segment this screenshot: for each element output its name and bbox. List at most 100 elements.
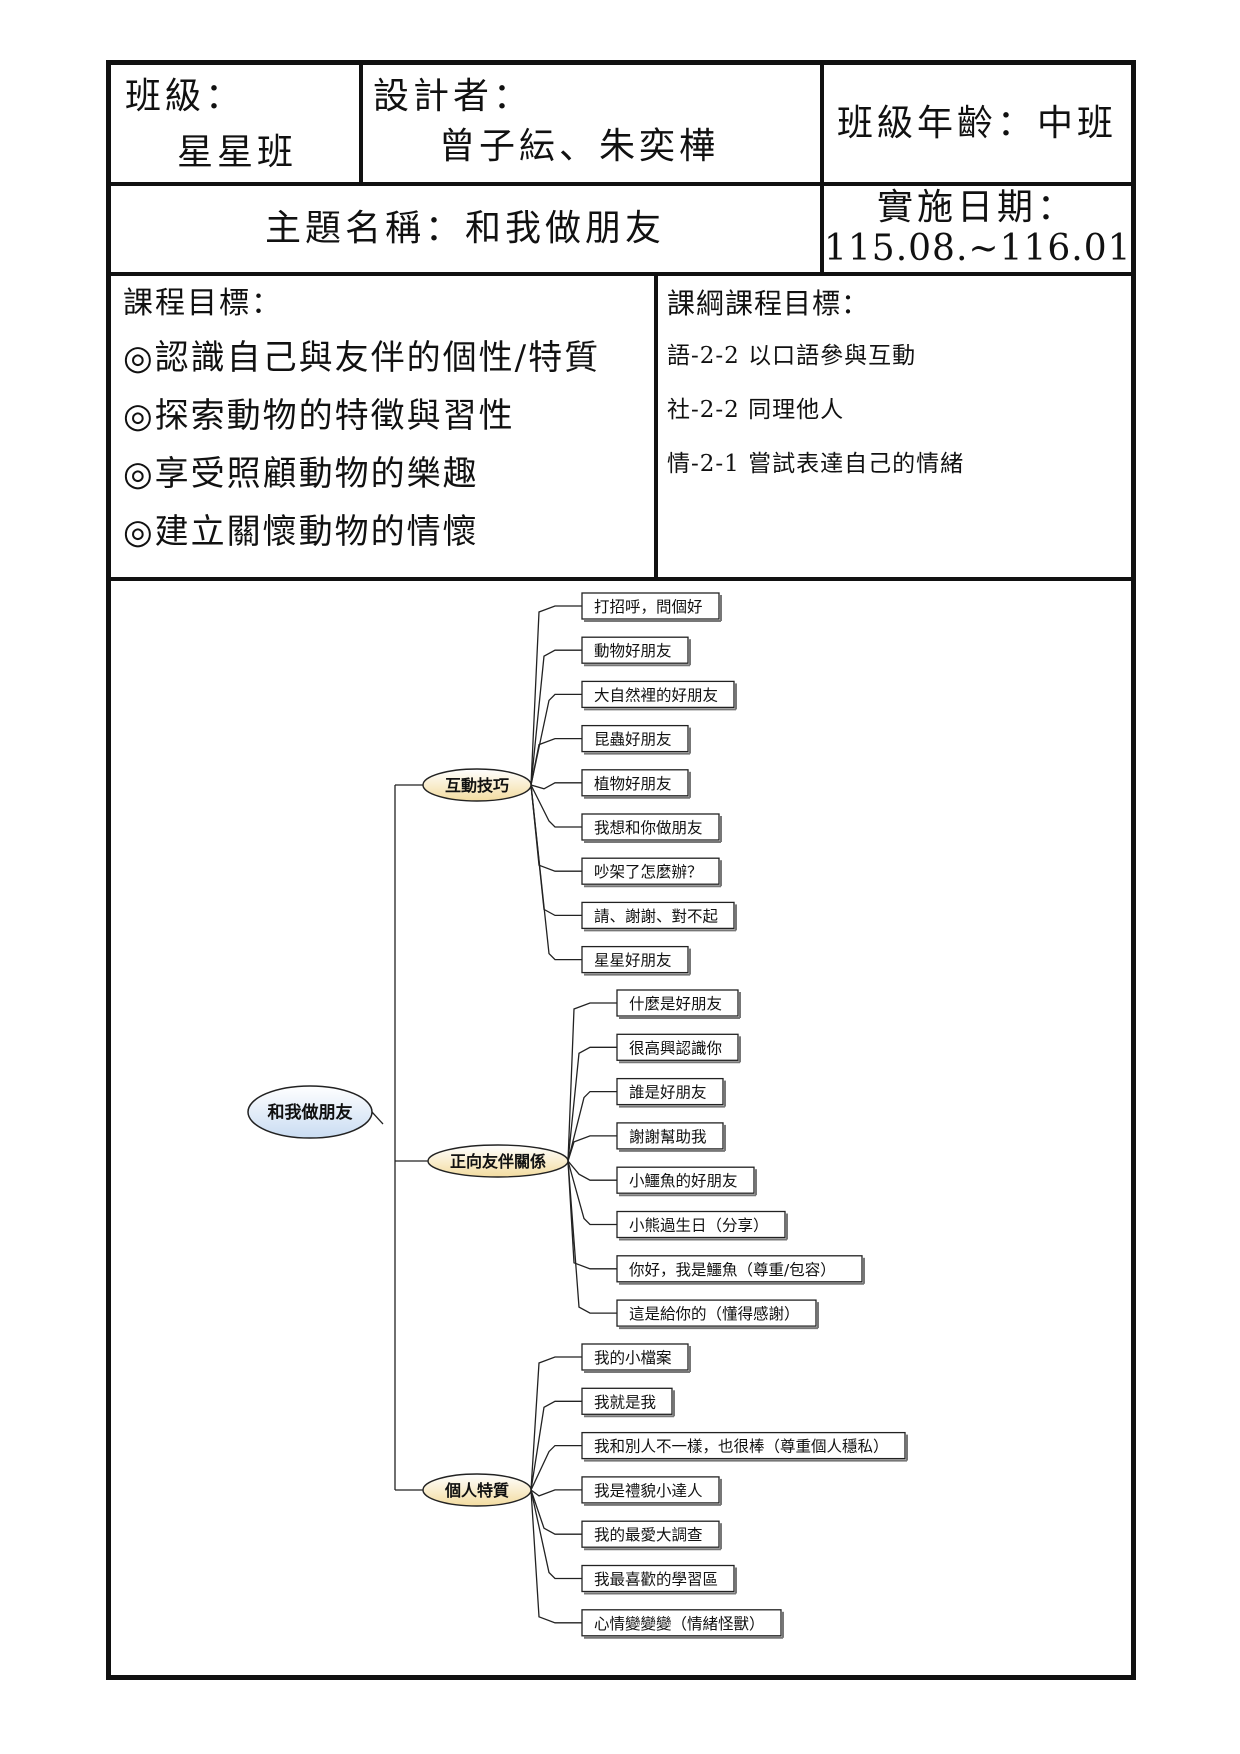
leaf-connector (567, 1002, 617, 1162)
leaf-label: 大自然裡的好朋友 (594, 686, 718, 704)
class-age: 班級年齡：中班 (836, 103, 1117, 145)
leaf-connector (530, 782, 582, 790)
objective-item: ◎享受照顧動物的樂趣 (123, 454, 479, 494)
leaf-connector (567, 1160, 617, 1226)
leaf-label: 昆蟲好朋友 (594, 731, 672, 749)
leaf-box (581, 1387, 673, 1415)
root-connector (371, 1111, 384, 1125)
leaf-box (581, 901, 735, 930)
leaf-box (581, 857, 720, 885)
leaf-connector (567, 1160, 617, 1181)
leaf-connector (530, 1489, 582, 1535)
standards-title: 課綱課程目標： (667, 287, 871, 320)
leaf-box (581, 1564, 735, 1593)
branch-label: 個人特質 (444, 1481, 509, 1500)
root-label: 和我做朋友 (268, 1102, 353, 1123)
leaf-box (616, 1166, 755, 1194)
leaf-label: 小鱷魚的好朋友 (629, 1172, 738, 1190)
branch-label: 正向友伴關係 (450, 1152, 546, 1171)
leaf-label: 我和別人不一樣，也很棒（尊重個人穩私） (594, 1438, 889, 1456)
objective-item: ◎建立關懷動物的情懷 (123, 512, 479, 552)
leaf-box (616, 1122, 724, 1150)
leaf-connector (567, 1135, 617, 1162)
leaf-box (581, 1476, 720, 1504)
leaf-connector (530, 737, 582, 786)
leaf-label: 小熊過生日（分享） (629, 1217, 769, 1235)
leaf-connector (530, 784, 582, 828)
class-label: 班級： (125, 76, 246, 117)
leaf-label: 動物好朋友 (594, 642, 672, 660)
leaf-connector (530, 1489, 582, 1580)
leaf-label: 什麼是好朋友 (629, 994, 722, 1013)
leaf-label: 我的最愛大調查 (594, 1526, 703, 1544)
leaf-connector (530, 1356, 582, 1491)
theme-cell: 主題名稱：和我做朋友 (111, 186, 819, 272)
leaf-label: 吵架了怎麼辦？ (594, 862, 703, 881)
leaf-label: 我最喜歡的學習區 (594, 1570, 718, 1589)
row-divider-2 (111, 272, 1131, 276)
leaf-label: 你好，我是鱷魚（尊重/包容） (629, 1261, 836, 1279)
leaf-label: 心情變變變（情緒怪獸） (594, 1615, 765, 1633)
root-node (247, 1085, 373, 1139)
leaf-connector (567, 1160, 617, 1314)
leaf-connector (567, 1046, 617, 1162)
leaf-box (616, 1210, 786, 1239)
leaf-label: 打招呼，問個好 (594, 598, 703, 616)
date-cell: 實施日期： 115.08.~116.01 (824, 186, 1132, 272)
date-range: 115.08.~116.01 (824, 228, 1132, 269)
col-divider-a (359, 65, 363, 183)
leaf-label: 謝謝幫助我 (629, 1128, 707, 1146)
leaf-connector (567, 1090, 617, 1162)
leaf-label: 這是給你的（懂得感謝） (629, 1305, 800, 1323)
branch-node (427, 1144, 569, 1178)
objective-item: ◎認識自己與友伴的個性/特質 (123, 338, 601, 378)
leaf-box (581, 769, 689, 797)
designer-names: 曾子紜、朱奕樺 (439, 126, 720, 167)
leaf-label: 植物好朋友 (594, 775, 672, 793)
leaf-connector (530, 605, 582, 786)
leaf-box (616, 1033, 739, 1061)
leaf-connector (530, 1444, 582, 1491)
branch-label: 互動技巧 (445, 776, 509, 795)
lesson-plan-table: 班級： 星星班 設計者： 曾子紜、朱奕樺 班級年齡：中班 主題名稱：和我做朋友 … (106, 60, 1136, 1680)
leaf-connector (530, 1489, 582, 1497)
leaf-box (581, 592, 720, 620)
leaf-label: 很高興認識你 (629, 1039, 722, 1057)
age-cell: 班級年齡：中班 (827, 69, 1127, 179)
col-divider-c (654, 273, 658, 579)
leaf-connector (530, 649, 582, 786)
standard-item: 情-2-1 嘗試表達自己的情緒 (667, 451, 965, 477)
leaf-box (616, 1299, 817, 1327)
leaf-box (581, 1343, 689, 1371)
leaf-box (581, 680, 735, 709)
leaf-connector (530, 1489, 582, 1624)
leaf-connector (530, 784, 582, 917)
leaf-connector (530, 784, 582, 961)
objectives-cell: 課程目標： ◎認識自己與友伴的個性/特質 ◎探索動物的特徵與習性 ◎享受照顧動物… (123, 279, 653, 574)
leaf-box (581, 1520, 720, 1548)
col-divider-b (820, 65, 824, 273)
standard-item: 語-2-2 以口語參與互動 (667, 343, 917, 369)
leaf-box (581, 1431, 906, 1460)
leaf-label: 誰是好朋友 (629, 1084, 707, 1102)
branch-node (422, 1473, 532, 1507)
leaf-label: 請、謝謝、對不起 (594, 907, 719, 925)
leaf-box (581, 724, 689, 753)
theme-name: 主題名稱：和我做朋友 (264, 208, 665, 250)
leaf-box (581, 945, 689, 974)
objectives-title: 課程目標： (123, 286, 283, 321)
class-cell: 班級： 星星班 (121, 69, 356, 179)
leaf-box (581, 813, 720, 841)
leaf-connector (530, 693, 582, 786)
standard-item: 社-2-2 同理他人 (667, 397, 845, 423)
designer-cell: 設計者： 曾子紜、朱奕樺 (369, 69, 815, 179)
leaf-connector (530, 1400, 582, 1491)
designer-label: 設計者： (373, 76, 534, 117)
class-name: 星星班 (177, 132, 298, 173)
objective-item: ◎探索動物的特徵與習性 (123, 396, 515, 436)
leaf-connector (567, 1160, 617, 1270)
leaf-label: 星星好朋友 (594, 952, 672, 970)
row-divider-3 (111, 577, 1131, 581)
date-label: 實施日期： (876, 187, 1077, 228)
